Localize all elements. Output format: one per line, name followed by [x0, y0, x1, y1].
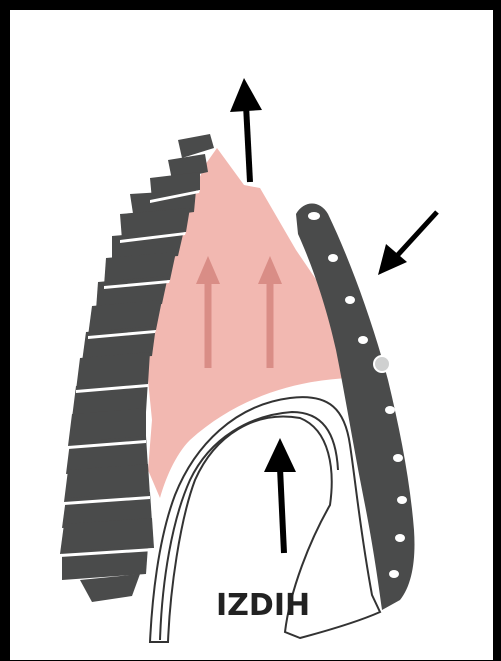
up-arrow-icon: [230, 78, 262, 182]
up-arrow-icon: [264, 438, 296, 553]
inward-arrow-icon: [378, 212, 437, 275]
caption-text: IZDIH: [216, 588, 310, 623]
